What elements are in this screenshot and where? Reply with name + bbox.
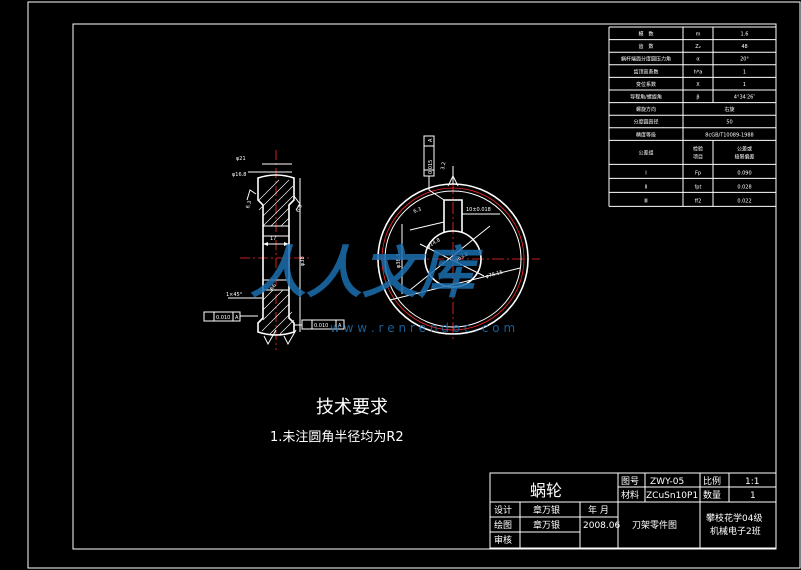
dim-dia-out: φ78.15 — [485, 270, 504, 280]
dim-width: 17 — [270, 236, 276, 242]
tolerance-item: ff2 — [695, 198, 702, 204]
material-label: 材料 — [621, 489, 639, 501]
hatch-upper — [258, 179, 294, 227]
dim-side-left: 6.3 — [245, 200, 253, 210]
param-label: 分度圆直径 — [633, 119, 658, 126]
drawing-no: ZWY-05 — [650, 477, 684, 487]
organization-line-2: 机械电子2班 — [710, 525, 761, 537]
tol-2-value: 0.010 — [314, 323, 328, 329]
dim-r-small: 6.3 — [413, 207, 423, 215]
param-symbol: X — [696, 82, 700, 88]
parameter-table: 模 数 m 1.6 齿 数 Z₂ 48 蜗杆端面分度圆压力角 α 20° 齿顶高系数 h*a 1 变位系… — [608, 26, 777, 207]
tolerance-item: Fp — [695, 170, 701, 176]
watermark-url: w w w . r e n r e n d o c . c o m — [330, 321, 515, 335]
front-view: 0.015 A 3.2 10±0.018 6.3 φ14.8 φ63.8 φ78… — [372, 135, 540, 342]
tolerance-header: 项目 — [693, 154, 703, 160]
param-value: 1.6 — [741, 32, 749, 38]
param-symbol: α — [696, 57, 700, 63]
tolerance-header: 极限偏差 — [734, 153, 754, 160]
dim-side-right: 6.3 — [295, 204, 303, 214]
keyway — [443, 199, 463, 232]
tol-1-ref: A — [235, 315, 239, 321]
param-value: 1 — [743, 82, 746, 88]
dim-r: R6 — [269, 283, 278, 292]
hatch-lower — [261, 289, 295, 335]
material-value: ZCuSn10P1 — [646, 491, 698, 501]
tolerance-group: Ⅱ — [645, 184, 647, 190]
scale-label: 比例 — [703, 475, 721, 487]
dim-d1: φ21 — [236, 156, 246, 162]
drawing-no-label: 图号 — [621, 476, 639, 487]
bore-circle — [424, 230, 482, 288]
param-value: 8cGB/T10089-1988 — [705, 132, 753, 138]
param-value: 4°34′26″ — [734, 95, 756, 101]
designer: 章万银 — [533, 504, 560, 516]
tol-1-value: 0.010 — [216, 315, 230, 321]
param-label: 导程角/螺旋角 — [630, 94, 662, 101]
dim-chamfer: 1×45° — [226, 292, 243, 298]
tolerance-value: 0.090 — [737, 170, 751, 176]
dim-left: φ38.3 — [396, 254, 402, 268]
tol-3-ref: A — [428, 138, 434, 142]
param-label: 模 数 — [638, 31, 653, 38]
review-label: 审核 — [494, 534, 512, 546]
dim-dia: φ38 — [300, 256, 306, 266]
organization-line-1: 攀枝花学04级 — [706, 512, 762, 524]
watermark-main: 人人文库 — [250, 241, 483, 306]
tol-2-ref: A — [338, 323, 342, 329]
param-symbol: β — [696, 95, 699, 101]
param-value: 右旋 — [724, 106, 734, 113]
notes-heading: 技术要求 — [316, 397, 388, 418]
document-name: 刀架零件图 — [632, 519, 677, 531]
param-value: 1 — [743, 69, 746, 75]
scale-value: 1:1 — [745, 477, 759, 487]
param-symbol: m — [696, 32, 701, 38]
param-value: 48 — [741, 44, 747, 50]
tolerance-header: 公差或 — [737, 145, 752, 152]
tolerance-header: 检验 — [693, 145, 703, 152]
dim-key: 10±0.018 — [466, 207, 491, 213]
tolerance-value: 0.028 — [737, 184, 751, 190]
dim-top: 3.2 — [440, 161, 447, 170]
title-block: 蜗轮 图号 ZWY-05 比例 1:1 材料 ZCuSn10P1 数量 1 设计… — [489, 472, 777, 549]
param-value: 20° — [740, 57, 749, 63]
design-label: 设计 — [494, 504, 512, 516]
param-symbol: Z₂ — [695, 44, 700, 50]
qty-label: 数量 — [703, 489, 721, 501]
param-value: 50 — [726, 120, 732, 126]
root-circle — [384, 190, 522, 328]
tolerance-group: Ⅲ — [644, 198, 647, 204]
tolerance-header: 公差组 — [638, 149, 653, 156]
tolerance-item: fpt — [695, 184, 702, 190]
tol-3-value: 0.015 — [428, 160, 434, 174]
param-label: 螺旋方向 — [636, 106, 656, 113]
date-value: 2008.06 — [583, 521, 620, 531]
section-view: φ21 φ16.8 6.3 6.3 17 φ38 R6 1×45° 0.010 … — [203, 150, 345, 350]
param-label: 齿顶高系数 — [633, 68, 658, 75]
tolerance-group: Ⅰ — [645, 170, 646, 176]
outer-frame — [27, 1, 801, 569]
draw-label: 绘图 — [494, 519, 512, 531]
pitch-circle — [381, 187, 525, 331]
param-label: 蜗杆端面分度圆压力角 — [621, 56, 671, 63]
param-label: 变位系数 — [636, 81, 656, 88]
inner-frame — [72, 23, 777, 550]
date-label: 年 月 — [588, 504, 609, 516]
dim-d2: φ16.8 — [232, 172, 246, 178]
notes-line-1: 1.未注圆角半径均为R2 — [270, 430, 404, 445]
bore — [262, 225, 290, 291]
watermark: 人人文库 w w w . r e n r e n d o c . c o m — [250, 241, 515, 335]
param-symbol: h*a — [694, 69, 703, 75]
qty-value: 1 — [750, 491, 756, 501]
wheel-profile — [257, 174, 295, 336]
part-name: 蜗轮 — [530, 481, 562, 500]
drafter: 章万银 — [533, 519, 560, 531]
param-label: 齿 数 — [638, 43, 653, 50]
param-label: 精度等级 — [636, 131, 656, 138]
tolerance-value: 0.022 — [737, 198, 751, 204]
